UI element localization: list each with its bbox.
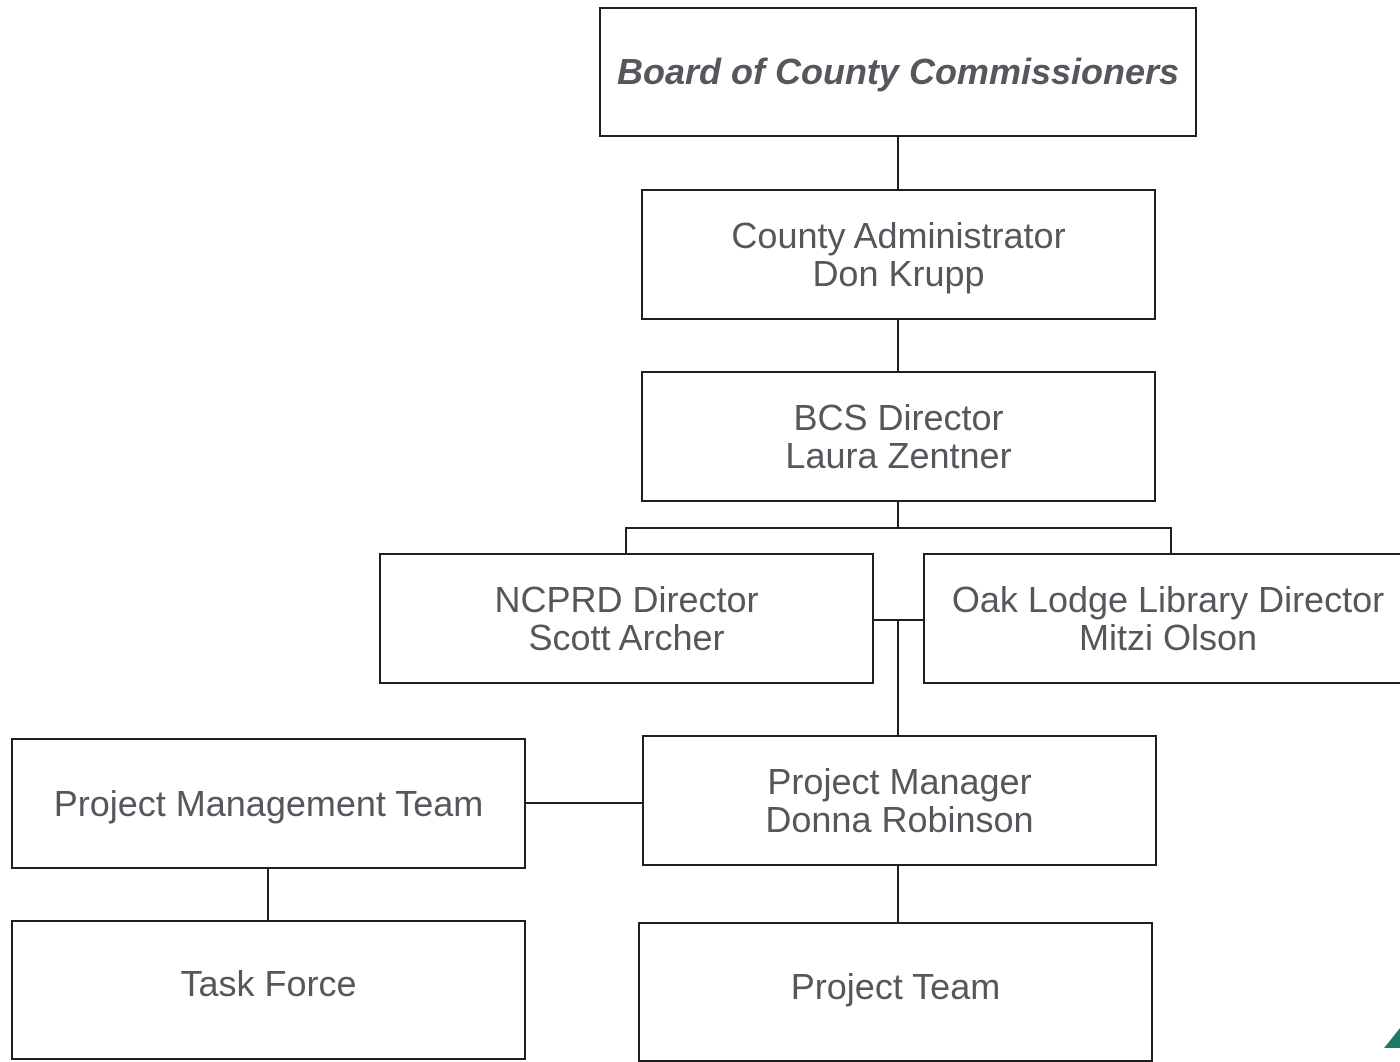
county-administrator-box: County Administrator Don Krupp	[641, 189, 1156, 320]
connector-directors-horizontal	[625, 527, 1172, 529]
connector-admin-bcs	[897, 318, 899, 372]
board-of-commissioners-box: Board of County Commissioners	[599, 7, 1197, 137]
connector-board-admin	[897, 136, 899, 190]
project-manager-box: Project Manager Donna Robinson	[642, 735, 1157, 866]
ncprd-director-name: Scott Archer	[528, 616, 725, 658]
library-director-box: Oak Lodge Library Director Mitzi Olson	[923, 553, 1400, 684]
bcs-director-title: BCS Director	[793, 396, 1004, 438]
board-label: Board of County Commissioners	[616, 51, 1180, 92]
connector-to-library	[1170, 527, 1172, 555]
task-force-label: Task Force	[180, 963, 357, 1004]
connector-pm-projectteam	[897, 864, 899, 922]
connector-to-ncprd	[625, 527, 627, 555]
connector-pmt-pm	[524, 802, 644, 804]
bcs-director-name: Laura Zentner	[785, 434, 1012, 476]
county-administrator-title: County Administrator	[731, 214, 1066, 256]
project-manager-title: Project Manager	[767, 760, 1032, 802]
project-management-team-label: Project Management Team	[53, 782, 484, 824]
project-team-label: Project Team	[790, 966, 1001, 1007]
connector-junction-pm	[897, 619, 899, 737]
project-manager-name: Donna Robinson	[765, 798, 1034, 840]
connector-pmt-taskforce	[267, 867, 269, 921]
task-force-box: Task Force	[11, 920, 526, 1060]
connector-bcs-down	[897, 500, 899, 528]
corner-accent-shape	[1384, 1028, 1400, 1048]
project-team-box: Project Team	[638, 922, 1153, 1062]
project-management-team-box: Project Management Team	[11, 738, 526, 869]
library-director-name: Mitzi Olson	[1078, 616, 1258, 658]
county-administrator-name: Don Krupp	[812, 252, 985, 294]
ncprd-director-box: NCPRD Director Scott Archer	[379, 553, 874, 684]
library-director-title: Oak Lodge Library Director	[951, 578, 1385, 620]
bcs-director-box: BCS Director Laura Zentner	[641, 371, 1156, 502]
ncprd-director-title: NCPRD Director	[494, 578, 759, 620]
